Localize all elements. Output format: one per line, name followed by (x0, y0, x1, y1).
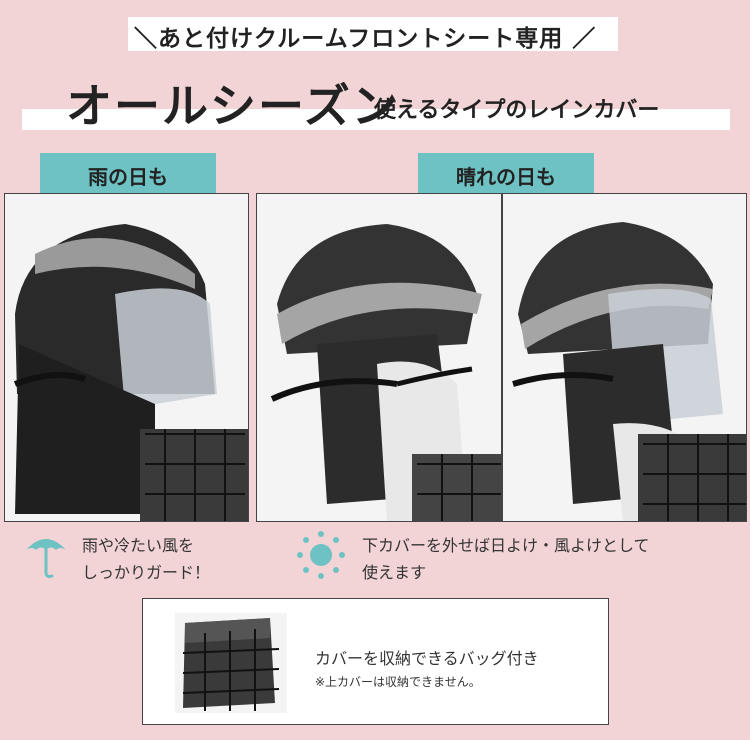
storage-bag-image (175, 613, 287, 713)
bike-seat-visor-image (503, 194, 746, 521)
sun-caption-line1: 下カバーを外せば日よけ・風よけとして (362, 536, 650, 555)
sun-icon (294, 528, 348, 582)
subtitle: ＼あと付けクルームフロントシート専用 ／ (134, 26, 597, 52)
bike-seat-full-cover-image (5, 194, 248, 521)
bag-photo (175, 613, 287, 713)
bag-text: カバーを収納できるバッグ付き (315, 649, 539, 668)
title-main: オールシーズン (66, 79, 400, 133)
sun-caption-line2: 使えます (362, 563, 427, 582)
bag-note: ※上カバーは収納できません。 (315, 675, 481, 689)
title-band (22, 109, 730, 130)
bag-info-box: カバーを収納できるバッグ付き ※上カバーは収納できません。 (142, 598, 609, 725)
photo-rain-cover (4, 193, 249, 522)
photo-sunshade-front (256, 193, 502, 522)
bike-seat-sunshade-image (257, 194, 501, 521)
rain-caption-line1: 雨や冷たい風を (82, 536, 195, 555)
photo-sunshade-visor (502, 193, 747, 522)
title-sub: 使えるタイプのレインカバー (374, 98, 660, 123)
subtitle-band (128, 17, 618, 51)
rain-caption-line2: しっかりガード！ (82, 563, 211, 582)
umbrella-icon (24, 530, 68, 580)
